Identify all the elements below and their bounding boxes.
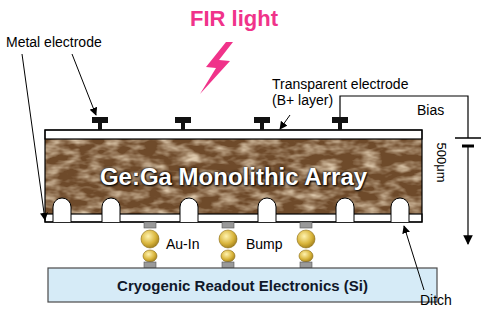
light-bolt: [200, 42, 233, 94]
leader-lines: [22, 54, 424, 290]
readout-box: Cryogenic Readout Electronics (Si): [48, 268, 437, 302]
array-body: [45, 139, 422, 214]
bias-label: Bias: [417, 102, 444, 118]
part-label: Ditch: [420, 292, 452, 308]
bumps: [141, 222, 315, 268]
array-outline: [45, 130, 422, 222]
part-label: Bump: [246, 236, 283, 252]
metal-electrodes: [92, 117, 348, 130]
array-band: Ge:Ga Monolithic Array: [45, 139, 422, 214]
dimension-label: 500μm: [434, 142, 449, 182]
node-text: Ge:Ga Monolithic Array: [100, 163, 367, 191]
part-label: Au-In: [166, 236, 199, 252]
light-label: FIR light: [190, 6, 278, 31]
ditches: [53, 198, 409, 222]
transparent-electrode: [45, 130, 422, 139]
array-texture: [45, 139, 422, 214]
part-label: Metal electrode: [6, 34, 102, 50]
part-label: Transparent electrode (B+ layer): [272, 76, 422, 108]
node-text: Cryogenic Readout Electronics (Si): [117, 277, 368, 294]
readout-chip: [48, 268, 437, 302]
